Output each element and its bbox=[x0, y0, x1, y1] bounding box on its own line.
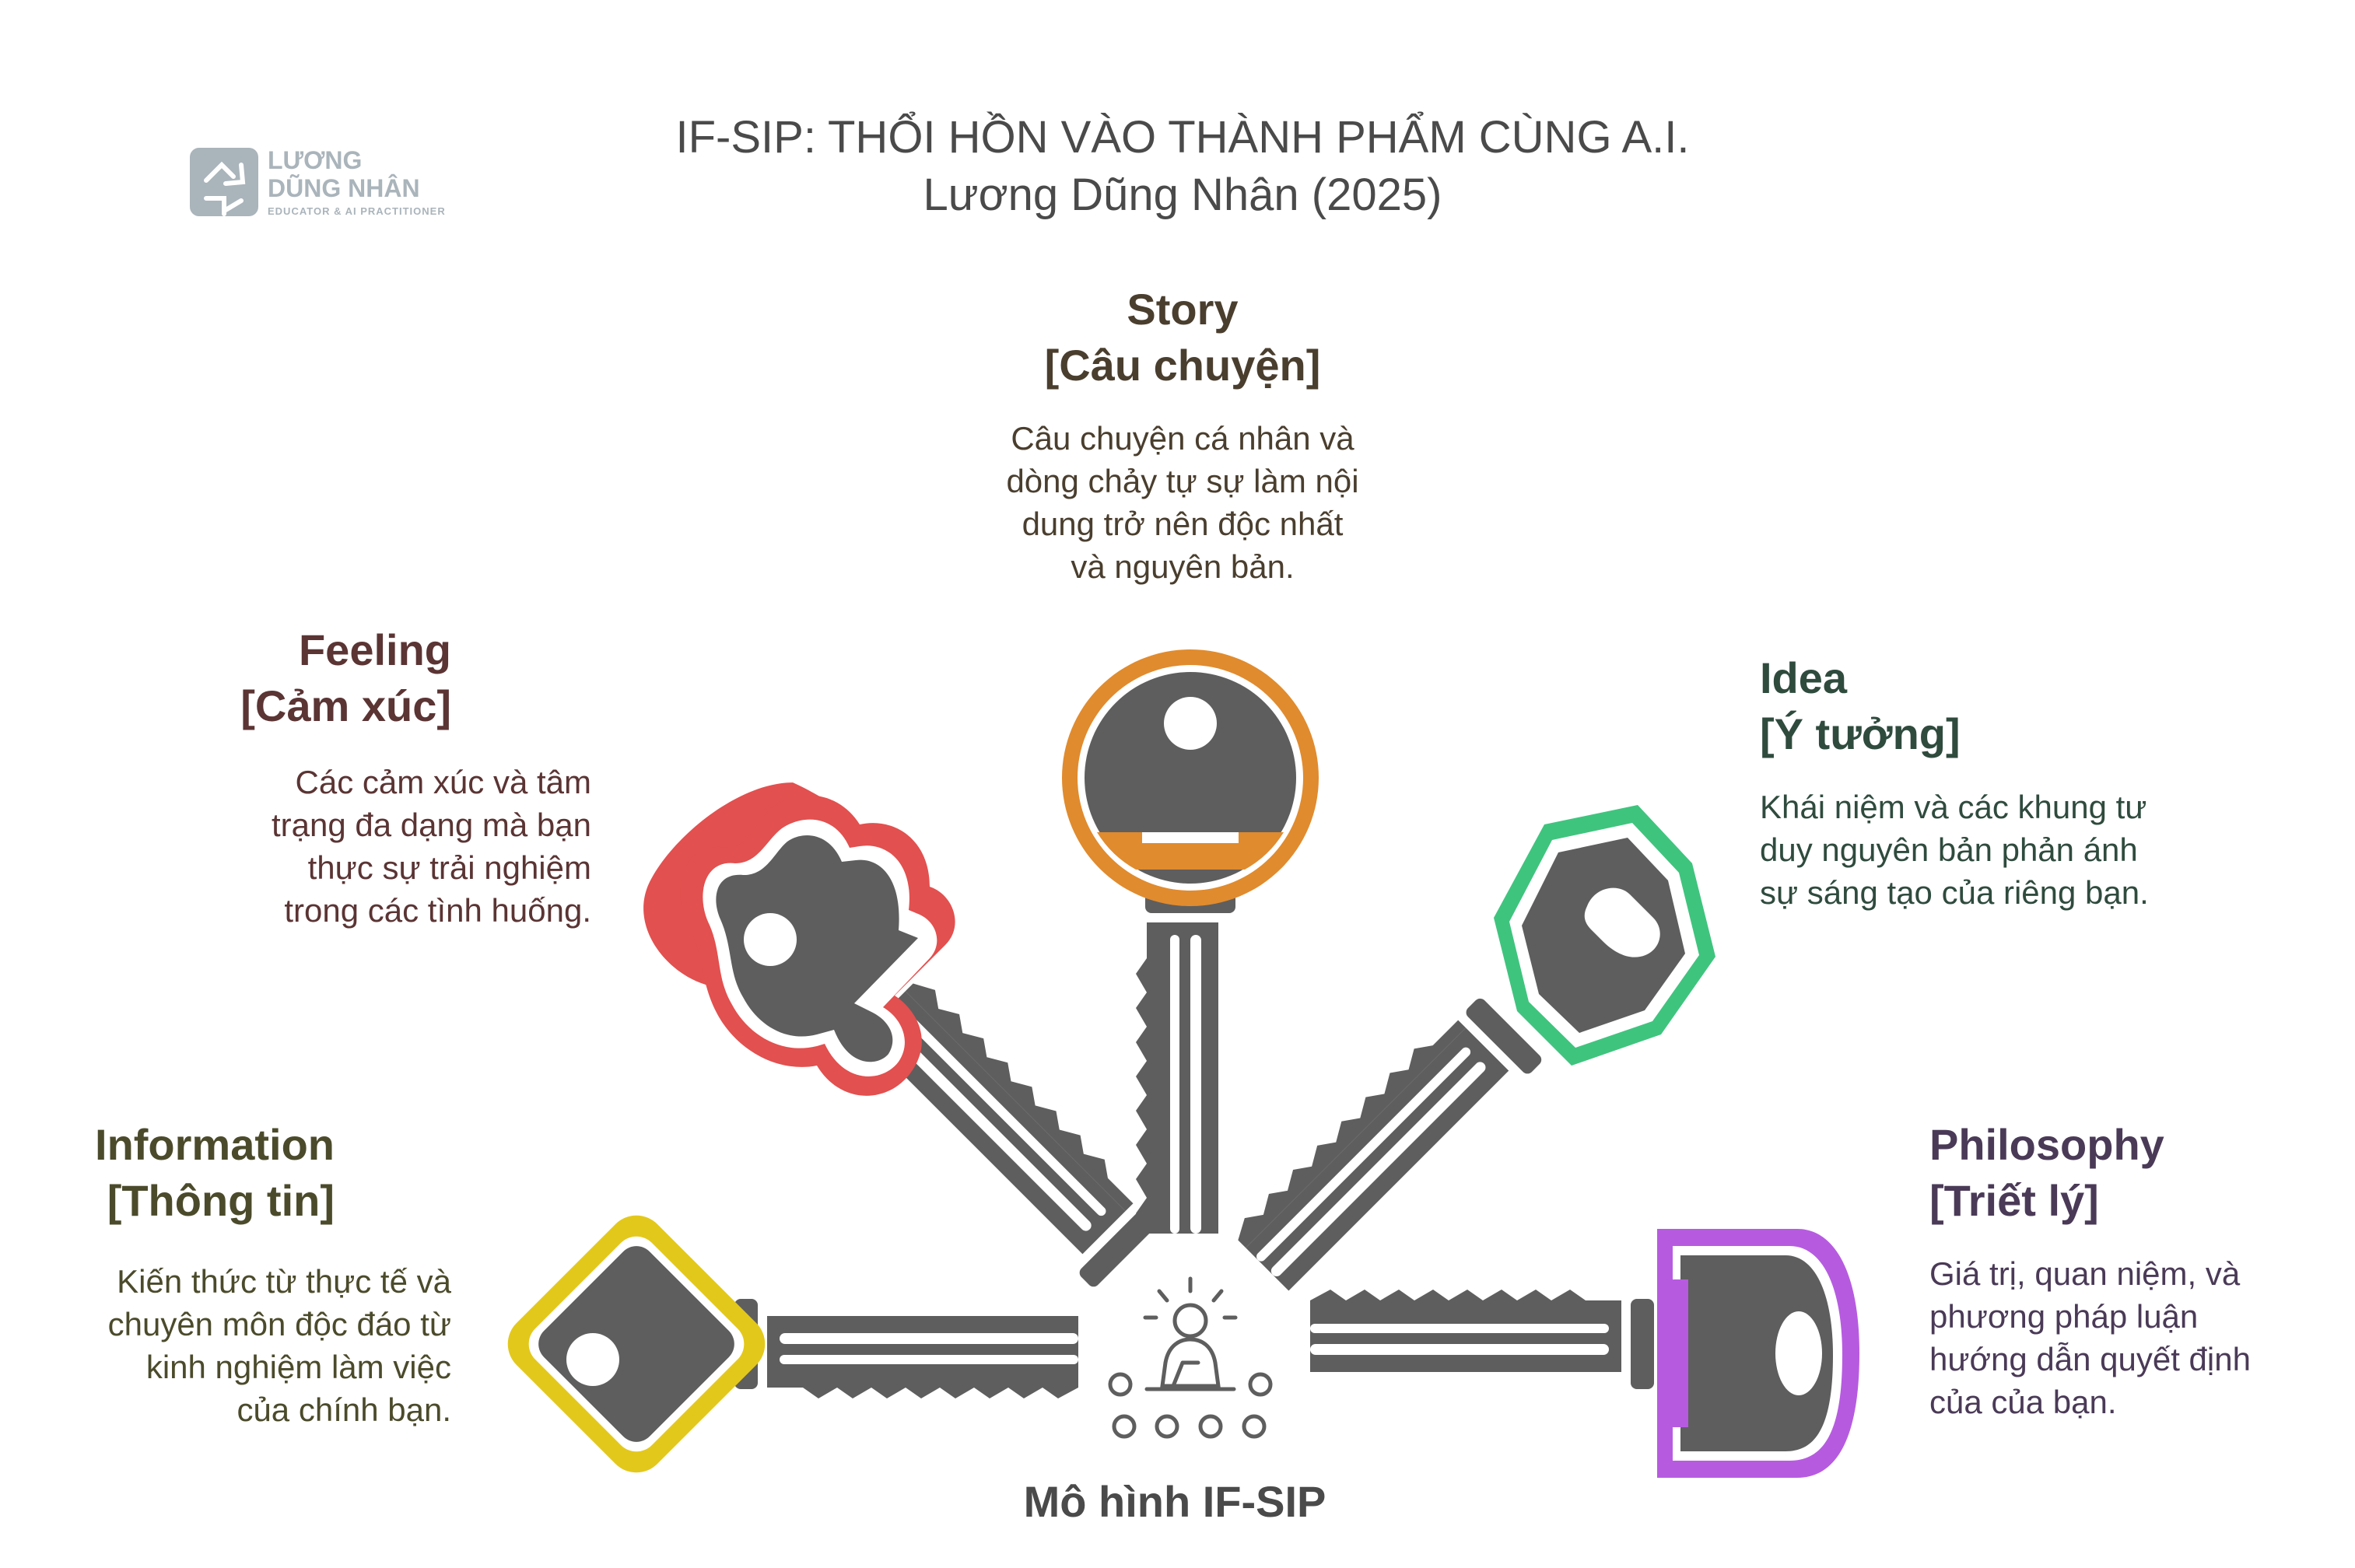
presenter-icon bbox=[1108, 1276, 1273, 1439]
information-desc-line: của chính bạn. bbox=[237, 1391, 451, 1428]
idea-desc-line: duy nguyên bản phản ánh bbox=[1760, 831, 2138, 868]
information-desc-line: chuyên môn độc đáo từ bbox=[107, 1306, 451, 1342]
feeling-block: Feeling [Cảm xúc] bbox=[132, 622, 451, 734]
story-desc-line: và nguyên bản. bbox=[1071, 548, 1295, 585]
idea-subheading: [Ý tưởng] bbox=[1760, 709, 1961, 758]
feeling-desc-line: thực sự trải nghiệm bbox=[307, 849, 591, 886]
philosophy-desc-line: hướng dẫn quyết định bbox=[1929, 1341, 2251, 1377]
logo-line-1: LƯƠNG bbox=[268, 146, 363, 174]
idea-block: Idea [Ý tưởng] Khái niệm và các khung tư… bbox=[1760, 650, 2304, 914]
philosophy-block: Philosophy [Triết lý] Giá trị, quan niệm… bbox=[1929, 1117, 2334, 1423]
story-subheading: [Câu chuyện] bbox=[1044, 341, 1321, 390]
feeling-description: Các cảm xúc và tâm trạng đa dạng mà bạn … bbox=[117, 761, 591, 932]
feeling-key-head-icon bbox=[680, 795, 955, 1096]
story-key-icon bbox=[1062, 649, 1319, 1234]
idea-heading: Idea bbox=[1760, 653, 1848, 702]
idea-desc-line: sự sáng tạo của riêng bạn. bbox=[1760, 874, 2149, 911]
story-desc-line: Câu chuyện cá nhân và bbox=[1011, 420, 1354, 457]
feeling-desc-line: Các cảm xúc và tâm bbox=[295, 764, 591, 800]
information-description: Kiến thức từ thực tế và chuyên môn độc đ… bbox=[31, 1260, 451, 1431]
philosophy-key-icon bbox=[1310, 1229, 1859, 1478]
page-title: IF-SIP: THỔI HỒN VÀO THÀNH PHẨM CÙNG A.I… bbox=[436, 109, 1929, 224]
story-desc-line: dòng chảy tự sự làm nội bbox=[1006, 463, 1359, 499]
idea-desc-line: Khái niệm và các khung tư bbox=[1760, 789, 2147, 825]
philosophy-desc-line: của của bạn. bbox=[1929, 1384, 2117, 1420]
information-desc-line: kinh nghiệm làm việc bbox=[145, 1349, 451, 1385]
philosophy-subheading: [Triết lý] bbox=[1929, 1176, 2099, 1225]
information-heading: Information bbox=[95, 1120, 335, 1169]
story-block: Story [Câu chuyện] Câu chuyện cá nhân và… bbox=[871, 282, 1494, 588]
feeling-subheading: [Cảm xúc] bbox=[240, 681, 451, 730]
philosophy-desc-line: phương pháp luận bbox=[1929, 1298, 2199, 1335]
feeling-desc-line: trạng đa dạng mà bạn bbox=[272, 807, 591, 843]
philosophy-heading: Philosophy bbox=[1929, 1120, 2164, 1169]
story-heading: Story bbox=[1127, 285, 1239, 334]
story-desc-line: dung trở nên độc nhất bbox=[1022, 506, 1344, 542]
center-label: Mô hình IF-SIP bbox=[1023, 1477, 1326, 1526]
information-key-icon bbox=[507, 1215, 1078, 1473]
title-line-1: IF-SIP: THỔI HỒN VÀO THÀNH PHẨM CÙNG A.I… bbox=[675, 112, 1690, 163]
idea-key-icon bbox=[1230, 805, 1715, 1304]
logo-mark-icon bbox=[190, 148, 258, 216]
idea-description: Khái niệm và các khung tư duy nguyên bản… bbox=[1760, 786, 2304, 914]
feeling-desc-line: trong các tình huống. bbox=[284, 892, 591, 929]
logo: LƯƠNG DŨNG NHÂN EDUCATOR & AI PRACTITION… bbox=[187, 146, 482, 224]
information-block: Information [Thông tin] bbox=[31, 1117, 335, 1229]
feeling-heading: Feeling bbox=[298, 625, 451, 674]
philosophy-description: Giá trị, quan niệm, và phương pháp luận … bbox=[1929, 1252, 2334, 1423]
story-description: Câu chuyện cá nhân và dòng chảy tự sự là… bbox=[871, 417, 1494, 588]
information-desc-line: Kiến thức từ thực tế và bbox=[117, 1263, 451, 1300]
information-subheading: [Thông tin] bbox=[107, 1176, 335, 1225]
logo-line-2: DŨNG NHÂN bbox=[268, 174, 420, 202]
philosophy-desc-line: Giá trị, quan niệm, và bbox=[1929, 1255, 2241, 1292]
logo-tagline: EDUCATOR & AI PRACTITIONER bbox=[268, 205, 446, 217]
logo-text: LƯƠNG DŨNG NHÂN EDUCATOR & AI PRACTITION… bbox=[268, 146, 446, 217]
title-line-2: Lương Dũng Nhân (2025) bbox=[923, 170, 1442, 220]
